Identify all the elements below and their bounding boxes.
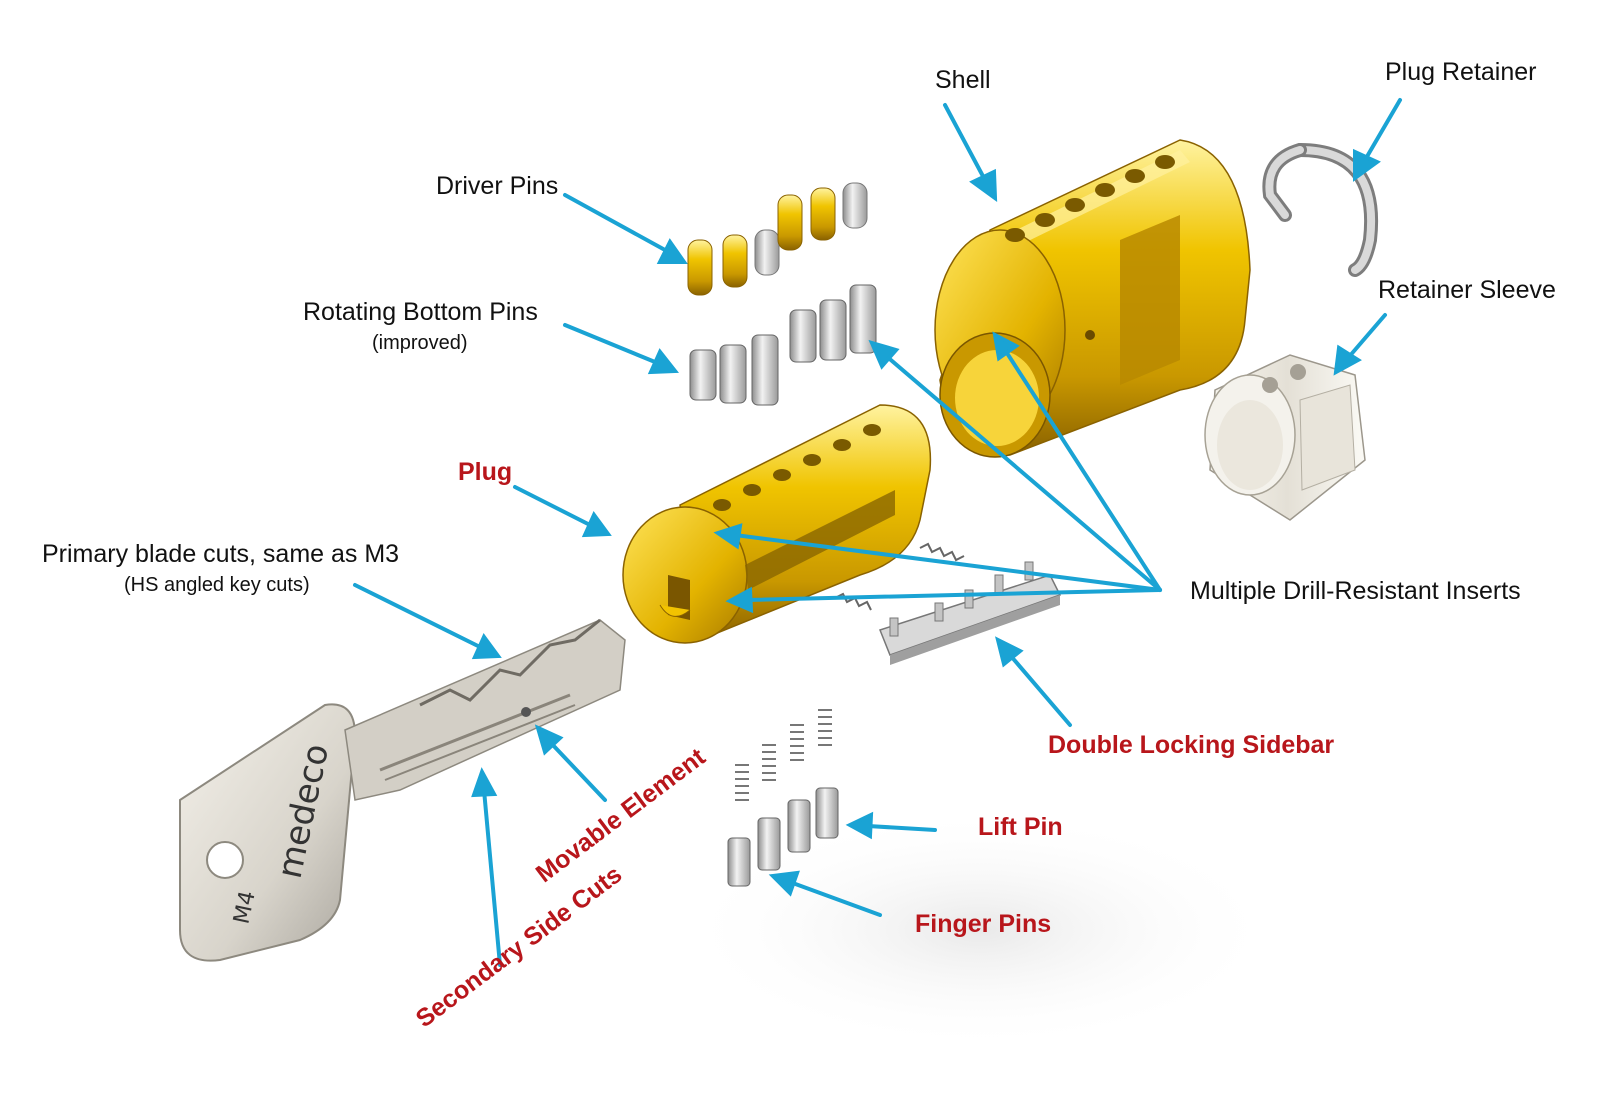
shell-part [934,139,1251,458]
rotating-bottom-pins-part [689,284,877,406]
label-retainer-sleeve: Retainer Sleeve [1378,276,1556,304]
arrow-plug-retainer [1363,98,1402,162]
arrow-lift-pin [866,824,937,832]
arrowhead-secondary-side-cuts [471,767,498,798]
arrowhead-plug [581,511,612,538]
plug-part [622,404,932,644]
arrowhead-retainer-sleeve [1333,344,1362,376]
arrowhead-driver-pins [656,238,688,264]
label-finger-pins: Finger Pins [915,910,1052,938]
arrowhead-double-locking-sidebar [995,636,1024,668]
arrowhead-rotating-bottom-pins [647,348,679,375]
arrows-drill-resistant-inserts [713,331,1162,614]
label-plug-retainer: Plug Retainer [1385,58,1537,86]
arrow-primary-blade-cuts [353,583,482,649]
label-double-locking-sidebar: Double Locking Sidebar [1048,731,1335,759]
plug-retainer-part [1262,143,1379,277]
label-shell: Shell [935,66,991,94]
finger-pins-part [727,709,839,887]
arrowhead-shell [969,168,998,203]
arrow-driver-pins [563,193,667,252]
arrow-rotating-bottom-pins [563,323,657,364]
arrowhead-plug-retainer [1353,148,1381,182]
arrowhead-finger-pins [768,870,800,897]
label-lift-pin: Lift Pin [978,813,1063,841]
arrowhead-primary-blade-cuts [471,633,502,660]
arrow-movable-element [548,740,607,802]
label-drill-resistant-inserts: Multiple Drill-Resistant Inserts [1190,577,1521,605]
label-primary-blade-cuts-note: (HS angled key cuts) [124,574,310,596]
label-rotating-bottom-pins: Rotating Bottom Pins [303,298,538,326]
driver-pins-part [687,182,868,296]
floor-shadow [680,810,1280,1050]
arrowhead-movable-element [534,724,564,756]
arrow-shell [943,103,987,182]
arrow-retainer-sleeve [1346,313,1387,360]
arrow-plug [513,485,592,527]
retainer-sleeve-part [1204,354,1366,521]
arrow-secondary-side-cuts [482,788,502,967]
callout-arrows [353,98,1402,967]
key-part: medeco M4 [179,618,626,962]
arrow-finger-pins [788,880,882,917]
label-plug: Plug [458,458,513,486]
label-primary-blade-cuts: Primary blade cuts, same as M3 [42,540,400,568]
arrow-double-locking-sidebar [1008,653,1072,727]
arrowhead-lift-pin [845,811,874,840]
label-driver-pins: Driver Pins [436,172,559,200]
label-rotating-bottom-pins-note: (improved) [372,332,468,354]
